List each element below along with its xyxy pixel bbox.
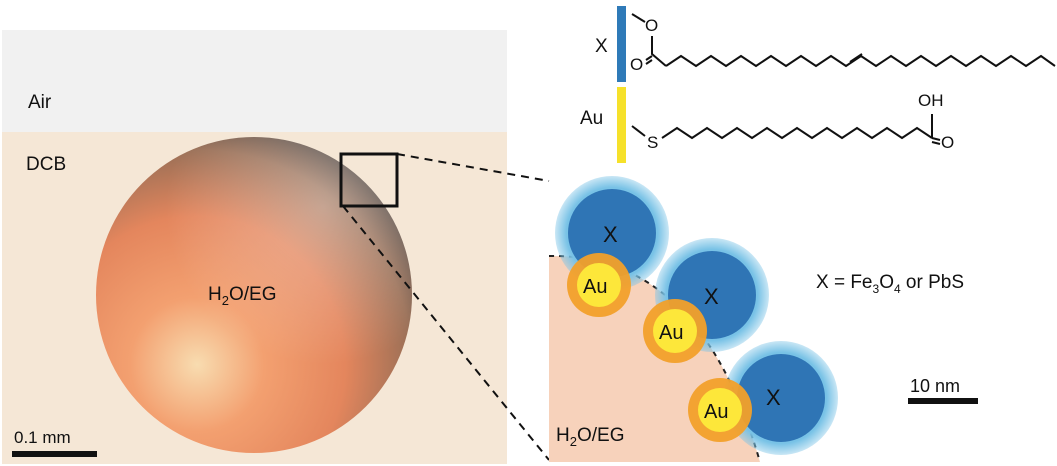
zoom-lines <box>342 153 550 461</box>
acid-bonds <box>931 114 941 145</box>
nm-scale-label: 10 nm <box>910 376 960 396</box>
oleyl-chain <box>665 54 1056 68</box>
carbonyl-bond <box>645 55 653 65</box>
ligand-structures: X O O Au S OH O <box>580 6 1056 163</box>
x-surface-bar <box>617 6 626 82</box>
left-scale-label: 0.1 mm <box>14 428 71 447</box>
ester-bond <box>651 36 667 67</box>
au-particle-label: Au <box>704 401 728 423</box>
double-bond <box>849 53 863 63</box>
au-particle-1: Au <box>567 253 631 317</box>
alkyl-chain <box>661 126 933 140</box>
zoom-line-bottom <box>342 205 550 461</box>
x-particle-label: X <box>603 222 618 247</box>
droplet-label: H2O/EG <box>208 284 276 308</box>
hydroxyl-label: OH <box>918 91 944 110</box>
left-scale-bar <box>12 451 97 457</box>
x-particle-label: X <box>766 385 781 410</box>
x-particle-label: X <box>704 284 719 309</box>
acid-oxygen-label: O <box>941 133 954 152</box>
composition-equation: X = Fe3O4 or PbS <box>816 272 964 296</box>
au-particle-core <box>653 309 697 353</box>
left-panel: Air DCB H2O/EG 0.1 mm <box>2 30 507 464</box>
zoom-panel: X X X Au Au Au H2O/EG <box>548 176 978 463</box>
au-particle-label: Au <box>583 276 607 298</box>
au-ligand-label: Au <box>580 108 603 129</box>
air-label: Air <box>28 92 52 113</box>
au-particle-core <box>698 388 742 432</box>
carbonyl-oxygen-label: O <box>630 55 643 74</box>
au-particle-core <box>577 263 621 307</box>
au-particle-2: Au <box>643 299 707 363</box>
air-region <box>2 30 507 132</box>
au-particle-3: Au <box>688 378 752 442</box>
ester-oxygen-label: O <box>645 16 658 35</box>
sulfur-label: S <box>647 133 658 152</box>
au-ligand-bond <box>631 125 646 137</box>
zoom-box <box>339 152 399 208</box>
au-surface-bar <box>617 87 626 163</box>
x-particle-3: X <box>724 341 838 455</box>
dcb-label: DCB <box>26 154 66 175</box>
x-ligand-bond <box>631 13 646 23</box>
au-particle-label: Au <box>659 322 683 344</box>
droplet-highlight <box>96 137 412 453</box>
x-particle-core <box>737 354 825 442</box>
x-ligand-label: X <box>595 36 608 57</box>
nm-scale-bar <box>908 398 978 404</box>
zoom-line-top <box>396 153 550 182</box>
zoom-droplet-label: H2O/EG <box>556 425 624 449</box>
